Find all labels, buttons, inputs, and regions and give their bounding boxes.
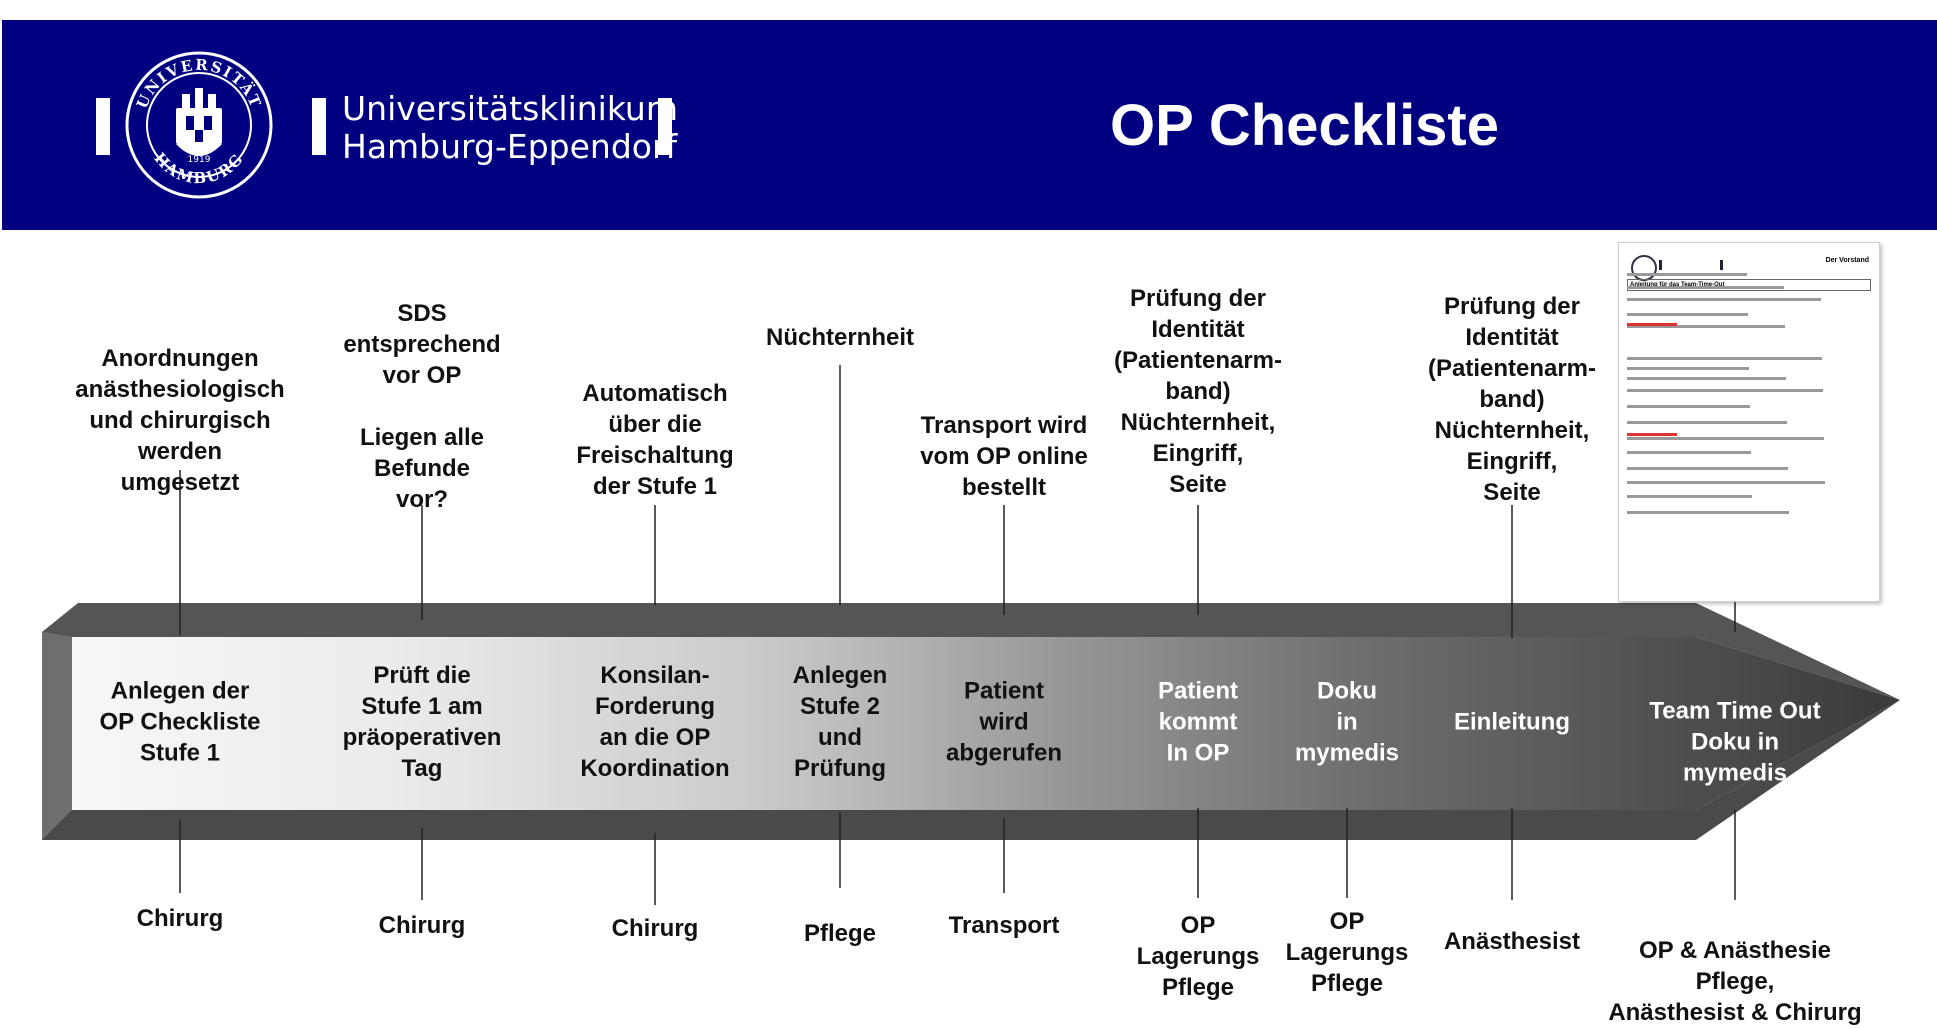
step-8-label: Einleitung <box>1454 708 1570 736</box>
doc-text-line <box>1627 377 1786 380</box>
doc-text-line <box>1627 298 1821 301</box>
step-4-above-note: Nüchternheit <box>765 324 915 351</box>
doc-text-line <box>1627 313 1748 316</box>
doc-header-right: Der Vorstand <box>1825 257 1869 264</box>
logo-bar-left <box>96 98 110 155</box>
header-banner: UNIVERSITÄT HAMBURG 1919 Universitätskli… <box>2 20 1937 230</box>
doc-text-line <box>1627 495 1752 498</box>
doc-text-line <box>1627 389 1823 392</box>
doc-text-line <box>1627 405 1750 408</box>
step-5-responsible: Transport <box>948 912 1060 939</box>
connector-lines <box>179 365 1736 905</box>
step-2-responsible: Chirurg <box>378 912 466 939</box>
doc-section-heading <box>1627 323 1677 326</box>
arrow-bottom-bevel <box>42 632 1900 840</box>
step-8-responsible: Anästhesist <box>1443 928 1581 955</box>
step-4-responsible: Pflege <box>803 920 877 947</box>
logo-line-2: Hamburg-Eppendorf <box>342 127 678 166</box>
arrow-face <box>72 637 1900 810</box>
doc-title: Anleitung für das Team-Time-Out <box>1627 279 1871 291</box>
logo-line-1: Universitätsklinikum <box>342 89 678 128</box>
doc-text-line <box>1627 481 1825 484</box>
doc-logo-icon <box>1631 255 1657 281</box>
page-title: OP Checkliste <box>1110 93 1500 158</box>
university-seal-logo: UNIVERSITÄT HAMBURG 1919 <box>125 51 273 199</box>
step-1-responsible: Chirurg <box>136 905 224 932</box>
doc-text-line <box>1627 451 1751 454</box>
doc-text-line <box>1627 467 1788 470</box>
doc-text-line <box>1627 511 1789 514</box>
doc-section-heading <box>1627 433 1677 436</box>
document-thumbnail: Der Vorstand Anleitung für das Team-Time… <box>1618 242 1880 602</box>
hospital-logo-text: Universitätsklinikum Hamburg-Eppendorf <box>342 90 678 166</box>
doc-text-line <box>1627 273 1747 276</box>
doc-text-line <box>1627 325 1785 328</box>
logo-bar-right <box>658 98 672 155</box>
doc-text-line <box>1627 421 1787 424</box>
doc-logo-bars <box>1659 260 1723 270</box>
arrow-left-edge <box>42 632 72 840</box>
doc-text-line <box>1627 286 1784 289</box>
step-3-responsible: Chirurg <box>611 915 699 942</box>
arrow-top-bevel <box>42 603 1900 700</box>
doc-text-line <box>1627 357 1822 360</box>
doc-text-line <box>1627 367 1749 370</box>
seal-year: 1919 <box>188 155 211 165</box>
doc-text-line <box>1627 437 1824 440</box>
logo-bar-middle <box>312 98 326 155</box>
